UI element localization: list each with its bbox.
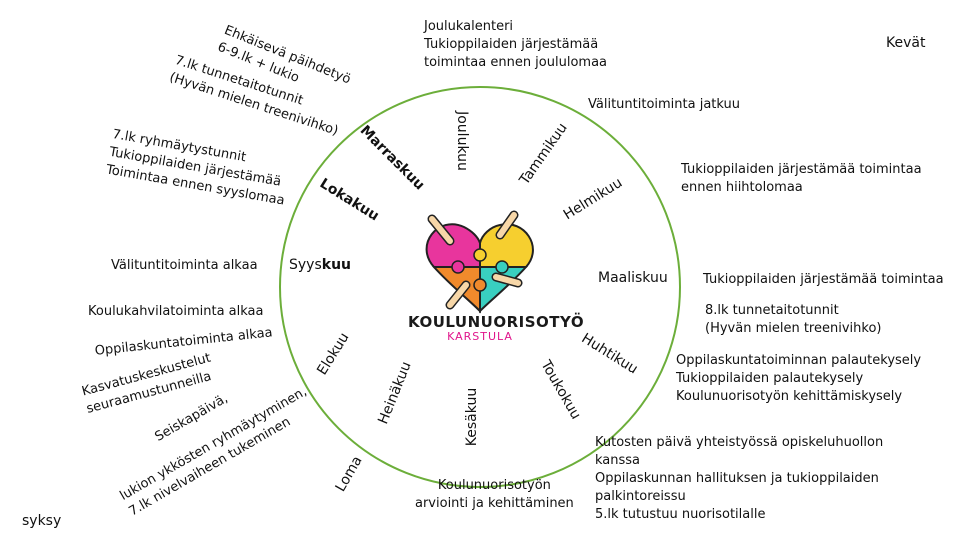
activity-kesakuu: Koulunuorisotyön arviointi ja kehittämin… [415, 477, 574, 513]
season-label-spring: Kevät [886, 35, 926, 51]
month-label-joulukuu: Joulukuu [453, 111, 470, 171]
activity-line: toimintaa ennen joululomaa [424, 55, 608, 70]
activity-line: (Hyvän mielen treenivihko) [705, 321, 882, 336]
loma-label: Loma [332, 453, 366, 495]
activity-huhtikuu: Oppilaskuntatoiminnan palautekysely Tuki… [676, 352, 921, 406]
logo-title: KOULUNUORISOTYÖ [408, 313, 585, 331]
activity-line: Oppilaskuntatoiminnan palautekysely [676, 353, 922, 368]
activity-line: Kutosten päivä yhteistyössä opiskeluhuol… [595, 435, 884, 450]
activity-line: Tukioppilaiden järjestämää toimintaa [703, 272, 944, 287]
month-label-syyskuu-suffix: kuu [321, 257, 352, 273]
activity-tammikuu: Välituntitoiminta jatkuu [588, 96, 740, 114]
activity-line: Välituntitoiminta alkaa [111, 258, 258, 273]
activity-toukokuu: Kutosten päivä yhteistyössä opiskeluhuol… [595, 434, 883, 524]
activity-line: Koulunuorisotyön kehittämiskysely [676, 389, 903, 404]
month-label-maaliskuu: Maaliskuu [598, 270, 668, 286]
month-label-kesakuu: Kesäkuu [464, 387, 481, 447]
activity-line: 8.lk tunnetaitotunnit [705, 303, 839, 318]
activity-line: arviointi ja kehittäminen [415, 496, 574, 511]
activity-elokuu-a: Koulukahvilatoiminta alkaa [88, 303, 264, 321]
activity-line: 5.lk tutustuu nuorisotilalle [595, 507, 766, 522]
activity-line: Tukioppilaiden palautekysely [676, 371, 864, 386]
activity-maaliskuu-a: Tukioppilaiden järjestämää toimintaa [703, 271, 944, 289]
heart-logo-icon [425, 210, 534, 314]
activity-line: Välituntitoiminta jatkuu [588, 97, 741, 112]
activity-line: Koulukahvilatoiminta alkaa [88, 304, 264, 319]
activity-lokakuu: 7.lk ryhmäytystunnit Tukioppilaiden järj… [105, 126, 293, 211]
activity-line: Joulukalenteri [424, 19, 514, 34]
logo-subtitle: KARSTULA [447, 330, 513, 343]
activity-line: ennen hiihtolomaa [681, 180, 803, 195]
year-wheel-circle [279, 86, 681, 488]
activity-syyskuu: Välituntitoiminta alkaa [111, 257, 258, 275]
activity-line: Tukioppilaiden järjestämää [424, 37, 599, 52]
season-label-autumn: syksy [22, 513, 62, 529]
activity-maaliskuu-b: 8.lk tunnetaitotunnit (Hyvän mielen tree… [705, 302, 881, 338]
activity-line: Oppilaskunnan hallituksen ja tukioppilai… [595, 471, 879, 486]
activity-line: Tukioppilaiden järjestämää toimintaa [681, 162, 922, 177]
activity-line: Koulunuorisotyön [437, 478, 551, 493]
month-label-syyskuu-prefix: Syys [289, 257, 322, 273]
activity-line: kanssa [595, 453, 641, 468]
activity-joulukuu: Joulukalenteri Tukioppilaiden järjestämä… [424, 18, 607, 72]
month-label-syyskuu: Syyskuu [289, 257, 351, 273]
activity-line: palkintoreissu [595, 489, 686, 504]
activity-helmikuu: Tukioppilaiden järjestämää toimintaa enn… [681, 161, 922, 197]
activity-line: 7.lk nivelvaiheen tukeminen [126, 414, 294, 520]
